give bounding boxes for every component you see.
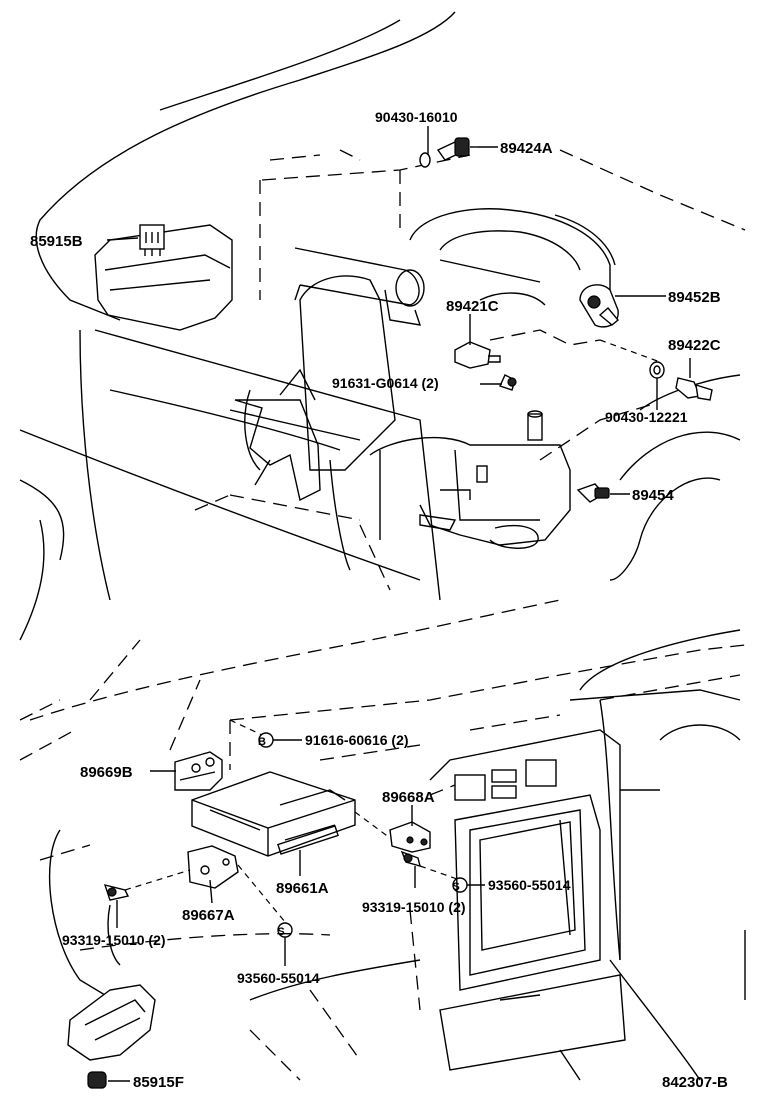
bolt-marker: B [258, 736, 266, 748]
label-89424A: 89424A [500, 140, 553, 157]
label-89669B: 89669B [80, 764, 133, 781]
label-89422C: 89422C [668, 337, 721, 354]
label-89454: 89454 [632, 487, 674, 504]
label-89667A: 89667A [182, 907, 235, 924]
leader-lines-top [106, 126, 691, 495]
label-85915B: 85915B [30, 233, 83, 250]
label-91631: 91631-G0614 (2) [332, 375, 439, 391]
label-93319-right: 93319-15010 (2) [362, 899, 466, 915]
leader-lines-bottom [108, 719, 485, 1082]
screw-marker-left: S [277, 926, 284, 938]
label-90430-12221: 90430-12221 [605, 409, 688, 425]
ecu-assembly [67, 732, 468, 1089]
label-89668A: 89668A [382, 789, 435, 806]
reference-code: 842307-B [662, 1074, 728, 1091]
dashboard-illustration [19, 599, 746, 1081]
label-89421C: 89421C [446, 298, 499, 315]
label-90430-16010: 90430-16010 [375, 109, 458, 125]
label-91616: 91616-60616 (2) [305, 732, 409, 748]
part-labels: 90430-16010 89424A 85915B 89452B 89421C … [30, 109, 728, 1091]
sensor-parts-top [419, 137, 713, 503]
label-93560-left: 93560-55014 [237, 970, 320, 986]
label-89661A: 89661A [276, 880, 329, 897]
label-85915F: 85915F [133, 1074, 184, 1091]
label-93560-right: 93560-55014 [488, 877, 571, 893]
label-93319-left: 93319-15010 (2) [62, 932, 166, 948]
gasket-icon [419, 152, 431, 168]
engine-bay-illustration [19, 11, 746, 641]
screw-marker-right: S [452, 881, 459, 893]
label-89452B: 89452B [668, 289, 721, 306]
